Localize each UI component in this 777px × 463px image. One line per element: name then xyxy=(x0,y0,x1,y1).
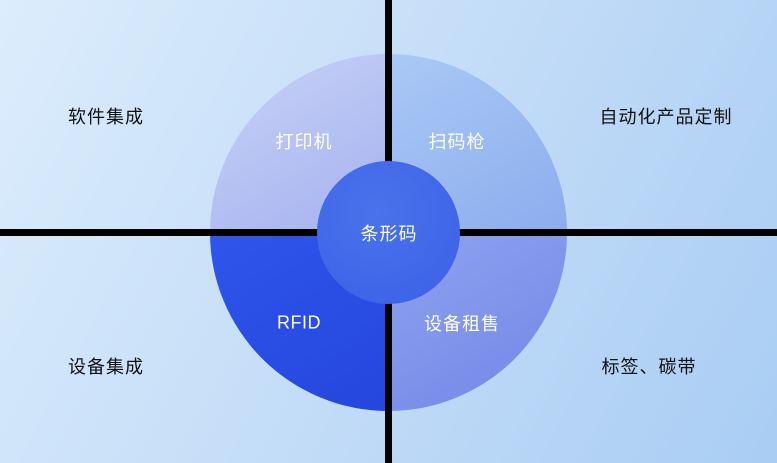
ring-label-scanner: 扫码枪 xyxy=(428,132,486,152)
corner-label-labels-ribbons: 标签、碳带 xyxy=(601,357,697,377)
center-label-barcode: 条形码 xyxy=(360,224,418,244)
corner-label-automation-product-customization: 自动化产品定制 xyxy=(599,107,733,127)
corner-label-software-integration: 软件集成 xyxy=(68,107,144,127)
center-circle xyxy=(317,161,460,304)
ring-label-rfid: RFID xyxy=(277,312,321,333)
corner-label-device-integration: 设备集成 xyxy=(68,357,144,377)
ring-label-printer: 打印机 xyxy=(275,132,333,152)
ring-label-equipment-rental: 设备租售 xyxy=(424,314,500,334)
